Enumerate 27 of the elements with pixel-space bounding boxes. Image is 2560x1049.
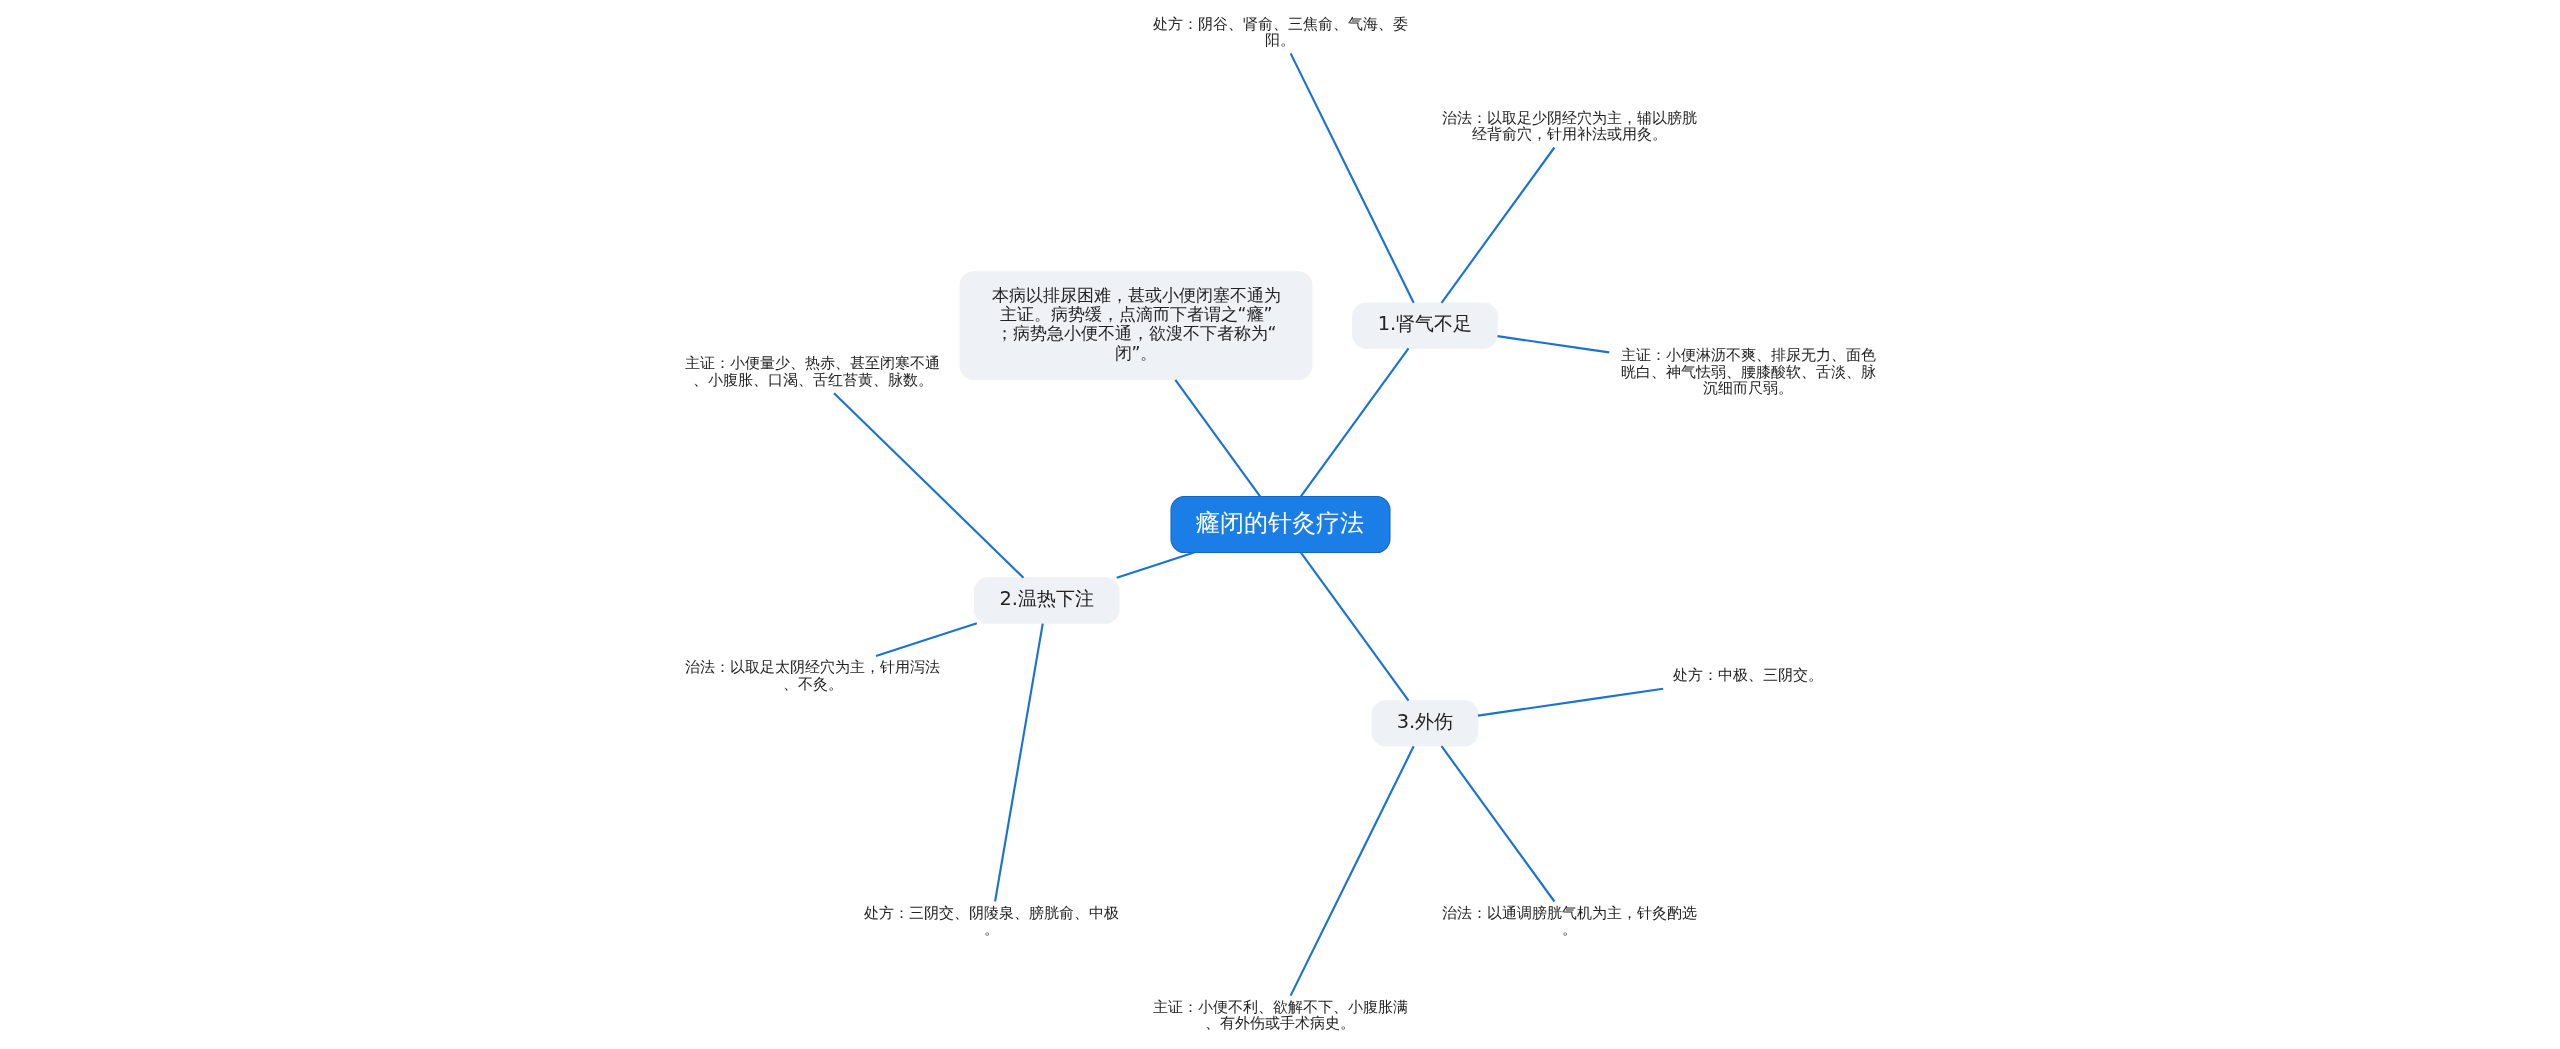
node-text: 处方：三阴交、阴陵泉、膀胱俞、中极。	[863, 904, 1119, 939]
connector	[1289, 745, 1415, 997]
node-box: 本病以排尿困难，甚或小便闭塞不通为主证。病势缓，点滴而下者谓之“癃”；病势急小便不通，欲溲不下者称为“闭”。	[959, 271, 1312, 381]
connector	[1299, 551, 1409, 702]
connector	[1440, 745, 1555, 903]
node-text: 主证：小便量少、热赤、甚至闭寒不通、小腹胀、口渴、舌红苔黄、脉数。	[684, 354, 940, 389]
connector	[1299, 347, 1409, 498]
connector	[1289, 52, 1415, 304]
node-text: 主证：小便淋沥不爽、排尿无力、面色晄白、神气怯弱、腰膝酸软、舌淡、脉沉细而尺弱。	[1620, 346, 1876, 397]
connector	[1115, 551, 1194, 579]
node-text: 处方：阴谷、肾俞、三焦俞、气海、委阳。	[1152, 14, 1408, 49]
node-box: 癃闭的针灸疗法	[1169, 495, 1390, 554]
node-text: 主证：小便不利、欲解不下、小腹胀满、有外伤或手术病史。	[1152, 998, 1408, 1033]
node-text: 治法：以取足少阴经穴为主，辅以膀胱经背俞穴，针用补法或用灸。	[1441, 108, 1697, 143]
connector	[1477, 687, 1663, 717]
node-box: 2.温热下注	[973, 577, 1119, 624]
connector	[1174, 379, 1261, 498]
connector	[1496, 335, 1609, 354]
node-text: 治法：以取足太阴经穴为主，针用泻法、不灸。	[684, 658, 940, 693]
node-text: 处方：中极、三阴交。	[1672, 666, 1823, 685]
connector	[832, 392, 1024, 579]
connector	[1440, 146, 1555, 304]
connector	[993, 623, 1044, 902]
node-box: 1.肾气不足	[1351, 302, 1498, 349]
node-box: 3.外伤	[1371, 700, 1478, 747]
node-text: 治法：以通调膀胱气机为主，针灸酌选。	[1441, 904, 1697, 939]
connector	[875, 622, 977, 657]
